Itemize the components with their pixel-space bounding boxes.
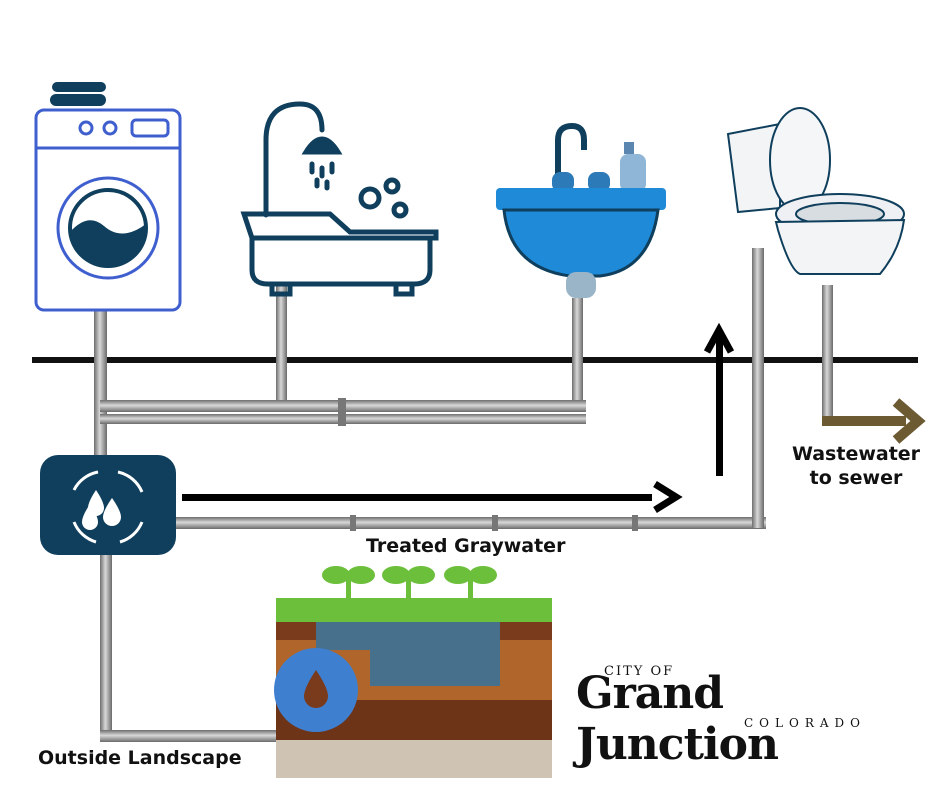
toilet-icon (726, 107, 906, 275)
flow-arrow-right (182, 481, 683, 513)
city-logo: CITY OF Grand Junction COLORADO (576, 662, 916, 770)
pipes (94, 248, 833, 742)
sewer-arrow (822, 398, 926, 444)
water-recycle-icon (40, 455, 176, 555)
wastewater-label-line2: to sewer (809, 467, 903, 489)
logo-name: Grand Junction (576, 668, 779, 770)
sink-icon (496, 122, 666, 298)
bathtub-shower-icon (240, 101, 439, 297)
soil-plants-icon (274, 566, 552, 778)
treated-graywater-label: Treated Graywater (366, 535, 566, 557)
outside-landscape-label: Outside Landscape (38, 747, 242, 769)
ground-line (32, 357, 918, 363)
washing-machine-icon (34, 82, 182, 312)
wastewater-label: Wastewater to sewer (786, 442, 926, 490)
flow-arrow-up (703, 322, 735, 476)
logo-state: COLORADO (744, 716, 866, 730)
wastewater-label-line1: Wastewater (791, 443, 921, 465)
logo-city-of: CITY OF (604, 664, 675, 679)
